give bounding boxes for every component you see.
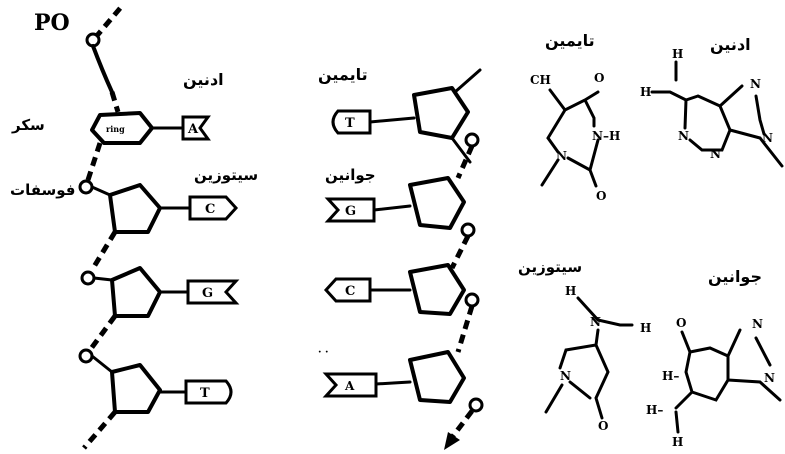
sugar-ring xyxy=(408,263,466,316)
sugar-ring xyxy=(90,111,154,145)
atom-o: O xyxy=(598,419,608,433)
strand-bottom-tail xyxy=(448,409,474,442)
sugar-ring xyxy=(108,183,162,234)
base-tab xyxy=(188,195,239,221)
guanine-bonds xyxy=(674,328,782,434)
atom-h: H xyxy=(565,284,576,298)
thymine-label: تایمین xyxy=(318,65,368,84)
ester-bond xyxy=(92,276,114,282)
atom-h: H– xyxy=(662,369,679,383)
base-letter: G xyxy=(345,204,356,219)
backbone-link xyxy=(455,144,475,180)
base-letter: A xyxy=(344,379,355,393)
backbone-link xyxy=(449,234,471,270)
backbone-link xyxy=(109,91,121,113)
base-letter: C xyxy=(345,284,355,299)
atom-o: O xyxy=(594,71,604,85)
phosphate-label: فوسفات xyxy=(10,181,75,199)
phosphate-node xyxy=(464,292,480,308)
sugar-ring xyxy=(412,86,470,140)
backbone-link xyxy=(91,44,114,94)
base-letter: C xyxy=(205,202,215,217)
sugar-ring xyxy=(110,363,162,414)
base-tab xyxy=(181,115,211,141)
thymine-bonds xyxy=(540,88,600,188)
guanine-label: جوانین xyxy=(325,166,376,184)
atom-n: N xyxy=(752,317,763,331)
atom-n: N xyxy=(560,369,571,383)
atom-o: O xyxy=(596,189,606,203)
base-tab xyxy=(324,197,376,223)
cytosine-label: سیتوزین xyxy=(194,166,258,184)
stray-mark: · · xyxy=(318,347,328,358)
atom-o: O xyxy=(676,316,686,330)
ester-bond xyxy=(450,136,472,164)
cytosine-bonds xyxy=(544,296,634,420)
atom-n: N xyxy=(556,149,567,163)
base-letter: T xyxy=(200,386,210,401)
atom-h: H xyxy=(672,47,683,61)
po-label: PO xyxy=(34,10,70,36)
atom-ch: CH xyxy=(530,73,551,87)
glycosidic-bond xyxy=(372,204,412,212)
atom-h: H– xyxy=(646,403,663,417)
adenine-molecule-label: ادنین xyxy=(710,35,751,54)
base-letter: T xyxy=(345,116,355,131)
phosphate-node xyxy=(460,222,476,238)
guanine-molecule-label: جوانین xyxy=(708,267,762,286)
backbone-link xyxy=(89,230,118,272)
base-tab xyxy=(331,109,372,135)
ester-bond xyxy=(90,185,112,197)
atom-n: N xyxy=(750,77,761,91)
sugar-label: سکر xyxy=(11,116,45,134)
base-tab xyxy=(186,279,240,305)
base-tab xyxy=(184,379,233,405)
atom-h: H xyxy=(640,321,651,335)
atom-n: N xyxy=(590,315,601,329)
atom-n: N xyxy=(678,129,689,143)
sugar-ring xyxy=(408,350,466,404)
sugar-ring-label: ring xyxy=(106,124,125,134)
glycosidic-bond xyxy=(374,380,412,386)
adenine-bonds xyxy=(650,60,784,168)
atom-n: N xyxy=(710,147,721,161)
cytosine-molecule-label: سیتوزین xyxy=(518,258,582,276)
phosphate-node xyxy=(468,397,484,413)
phosphate-node xyxy=(80,270,96,286)
atom-h: H xyxy=(640,85,651,99)
strand-bottom-tail xyxy=(82,410,117,450)
phosphate-node xyxy=(464,132,480,148)
adenine-label: ادنین xyxy=(183,70,224,89)
atom-n: N xyxy=(762,131,773,145)
backbone-link xyxy=(87,314,118,352)
base-tab xyxy=(323,277,372,303)
phosphate-node xyxy=(78,348,94,364)
strand-arrow-icon xyxy=(444,432,460,450)
backbone-link xyxy=(85,142,103,181)
atom-h: H xyxy=(672,435,683,449)
sugar-ring xyxy=(408,176,466,230)
strand-top-tail xyxy=(93,4,124,40)
base-letter: A xyxy=(187,122,199,137)
glycosidic-bond xyxy=(368,116,416,124)
thymine-molecule-label: تایمین xyxy=(545,31,595,50)
base-letter: G xyxy=(202,286,213,301)
sugar-ring xyxy=(110,266,162,318)
ester-bond xyxy=(90,354,114,374)
methyl-branch xyxy=(453,68,482,94)
atom-n: N xyxy=(764,371,775,385)
backbone-link xyxy=(455,305,475,353)
phosphate-node xyxy=(78,179,94,195)
base-tab xyxy=(322,372,378,398)
